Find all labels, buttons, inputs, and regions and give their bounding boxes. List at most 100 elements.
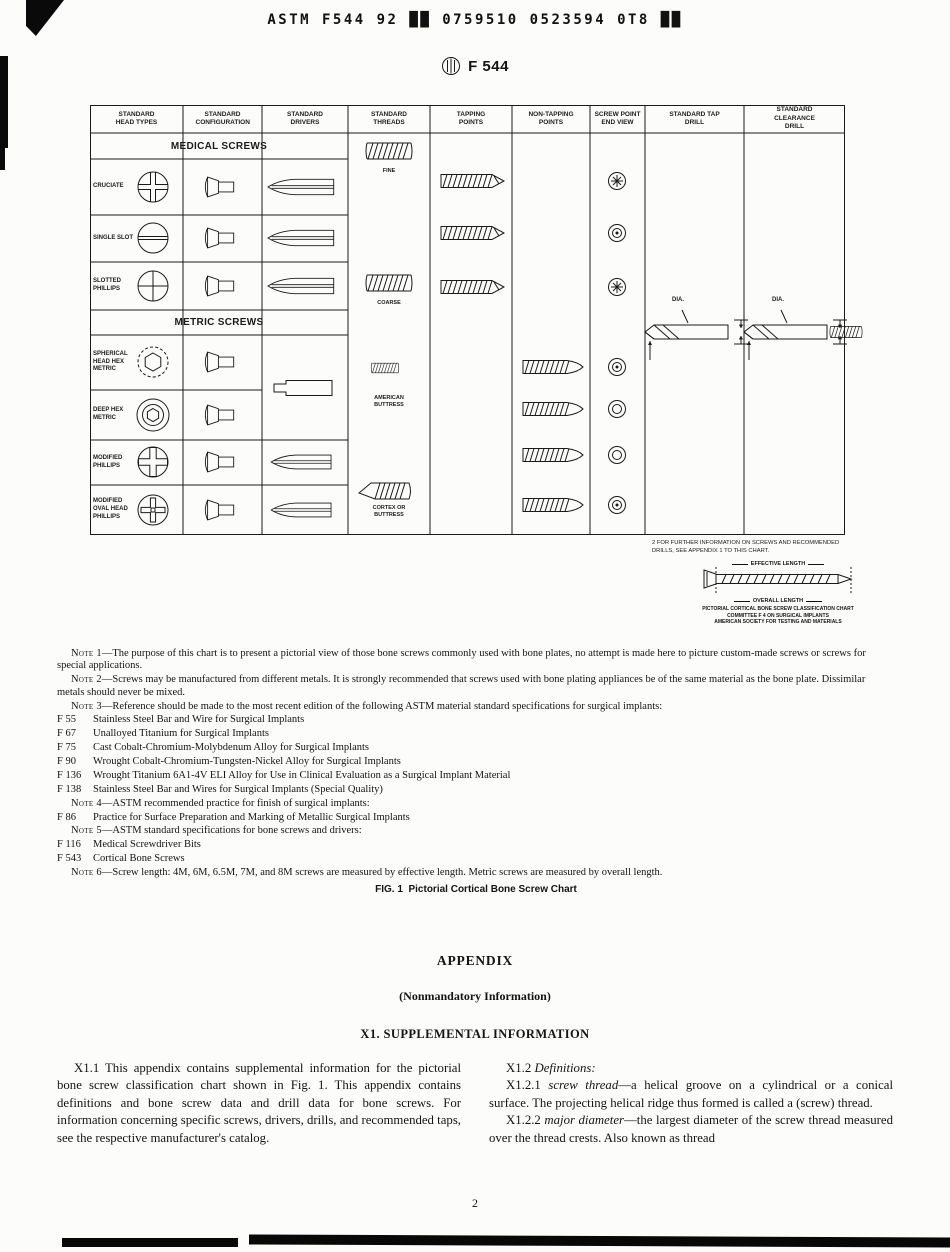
row-label-text: SINGLE SLOT — [93, 234, 134, 241]
diagram-caption: PICTORIAL CORTICAL BONE SCREW CLASSIFICA… — [695, 606, 861, 626]
appendix-column-left: X1.1 This appendix contains supplemental… — [57, 1060, 461, 1147]
nontapping-screw-icon-spherical — [522, 360, 584, 374]
figure-label: FIG. 1 — [375, 884, 403, 896]
spec-code: F 138 — [57, 783, 82, 795]
driver-icon-cruciate — [267, 178, 335, 196]
config-icon-modified-oval — [204, 499, 235, 521]
paragraph-x1-2-1: X1.2.1 screw thread—a helical groove on … — [489, 1077, 893, 1112]
thread-label-text: FINE — [382, 167, 396, 174]
diagram-caption-line: COMMITTEE F 4 ON SURGICAL IMPLANTS — [727, 612, 829, 619]
thread-label-text: COARSE — [377, 299, 401, 306]
note-3: Note 3—Reference should be made to the m… — [57, 701, 895, 713]
end-view-icon-slotted-phillips — [608, 278, 626, 296]
driver-icon-slotted-phillips — [267, 277, 335, 295]
row-label-text: SPHERICAL HEAD HEX METRIC — [93, 350, 128, 373]
column-header-label: STANDARD THREADS — [371, 110, 407, 126]
nontapping-screw-icon-modified-oval — [522, 498, 584, 512]
column-header-label: STANDARD CLEARANCE DRILL — [774, 106, 815, 131]
row-label-modified-oval: MODIFIED OVAL HEAD PHILLIPS — [93, 485, 137, 535]
definition-text: —a helical groove on a cylindrical or a … — [489, 1078, 893, 1110]
spec-code: F 543 — [57, 853, 82, 865]
column-header-tapping-points: TAPPING POINTS — [430, 105, 512, 133]
section-label: METRIC SCREWS — [174, 317, 264, 328]
tapping-screw-icon-fine — [440, 174, 505, 188]
note-label: Note 6 — [71, 867, 102, 878]
paragraph-x1-2-2: X1.2.2 major diameter—the largest diamet… — [489, 1112, 893, 1147]
column-header-tap-drill: STANDARD TAP DRILL — [645, 105, 744, 133]
spec-f55: F 55 Stainless Steel Bar and Wire for Sur… — [57, 714, 895, 726]
column-header-label: STANDARD HEAD TYPES — [115, 110, 158, 126]
end-view-icon-spherical — [608, 358, 626, 376]
spec-code: F 55 — [57, 714, 76, 726]
thread-sample-coarse-icon — [365, 274, 413, 292]
diagram-caption-line: AMERICAN SOCIETY FOR TESTING AND MATERIA… — [714, 619, 842, 625]
row-label-text: DEEP HEX METRIC — [93, 407, 124, 421]
chart-artwork — [90, 105, 863, 535]
row-label-slotted-phillips: SLOTTED PHILLIPS — [93, 262, 137, 310]
spec-title: Cast Cobalt-Chromium-Molybdenum Alloy fo… — [93, 742, 369, 754]
row-label-modified-phillips: MODIFIED PHILLIPS — [93, 440, 137, 485]
effective-length-label-row: EFFECTIVE LENGTH — [695, 561, 861, 567]
column-header-label: STANDARD CONFIGURATION — [195, 110, 250, 126]
length-diagram: EFFECTIVE LENGTH OVERALL LENGTH PICTORIA… — [695, 561, 861, 626]
dia-label-text: DIA. — [772, 297, 784, 303]
scan-artifact-bottom-bar-left — [62, 1238, 238, 1247]
dia-label-text: DIA. — [672, 297, 684, 303]
head-icon-single-slot — [137, 222, 169, 254]
driver-icon-single-slot — [267, 229, 335, 247]
column-header-clearance-drill: STANDARD CLEARANCE DRILL — [744, 105, 845, 133]
spec-code: F 116 — [57, 839, 81, 851]
dimension-line — [806, 600, 823, 602]
section-number: X1.2.2 — [506, 1113, 541, 1128]
thread-label-american-buttress: AMERICAN BUTTRESS — [348, 393, 430, 411]
column-header-threads: STANDARD THREADS — [348, 105, 430, 133]
note-label: Note 3 — [71, 700, 102, 712]
length-screw-icon — [703, 567, 853, 593]
clearance-drill-icon — [743, 309, 848, 361]
spec-title: Practice for Surface Preparation and Mar… — [93, 811, 410, 823]
column-header-drivers: STANDARD DRIVERS — [262, 105, 348, 133]
end-view-icon-deep-hex — [608, 400, 626, 418]
note-text: —Screws may be manufactured from differe… — [57, 674, 866, 698]
defined-term: Definitions: — [534, 1061, 596, 1075]
overall-length-label: OVERALL LENGTH — [752, 598, 804, 604]
defined-term: screw thread — [548, 1078, 619, 1093]
config-icon-cruciate — [204, 176, 235, 198]
row-label-deep-hex: DEEP HEX METRIC — [93, 390, 137, 440]
row-label-cruciate: CRUCIATE — [93, 159, 137, 215]
page-number: 2 — [472, 1196, 478, 1210]
spec-title: Stainless Steel Bar and Wire for Surgica… — [93, 714, 305, 726]
config-icon-slotted-phillips — [204, 275, 235, 297]
scan-artifact-bottom-bar-right — [248, 1234, 950, 1248]
bone-screw-chart: STANDARD HEAD TYPES STANDARD CONFIGURATI… — [90, 105, 863, 535]
spec-code: F 75 — [57, 742, 76, 754]
thread-label-cortex: CORTEX OR BUTTRESS — [348, 503, 430, 521]
dimension-line — [808, 563, 825, 565]
tapping-screw-icon-medium — [440, 226, 505, 240]
appendix-section-title: X1. SUPPLEMENTAL INFORMATION — [360, 1027, 590, 1041]
scan-artifact-left-edge-2 — [0, 148, 5, 170]
head-icon-modified-phillips — [137, 446, 169, 478]
section-number: X1.2.1 — [506, 1078, 541, 1093]
head-icon-spherical-hex — [137, 346, 169, 378]
spec-code: F 136 — [57, 769, 82, 781]
spec-title: Unalloyed Titanium for Surgical Implants — [93, 728, 269, 740]
spec-code: F 90 — [57, 756, 76, 767]
overall-length-label-row: OVERALL LENGTH — [695, 598, 861, 604]
row-label-spherical-hex: SPHERICAL HEAD HEX METRIC — [93, 335, 137, 390]
end-view-icon-modified-phillips — [608, 446, 626, 464]
column-header-non-tapping-points: NON-TAPPING POINTS — [512, 105, 590, 133]
spec-title: Medical Screwdriver Bits — [93, 839, 201, 851]
column-header-label: STANDARD DRIVERS — [287, 110, 323, 126]
note-text: —ASTM recommended practice for finish of… — [101, 797, 370, 809]
defined-term: major diameter — [544, 1113, 624, 1128]
appendix-column-right: X1.2 Definitions: X1.2.1 screw thread—a … — [489, 1060, 893, 1147]
appendix-title: APPENDIX — [436, 953, 514, 968]
tap-drill-icon — [644, 309, 749, 361]
head-icon-modified-oval — [137, 494, 169, 526]
config-icon-deep-hex — [204, 404, 235, 426]
